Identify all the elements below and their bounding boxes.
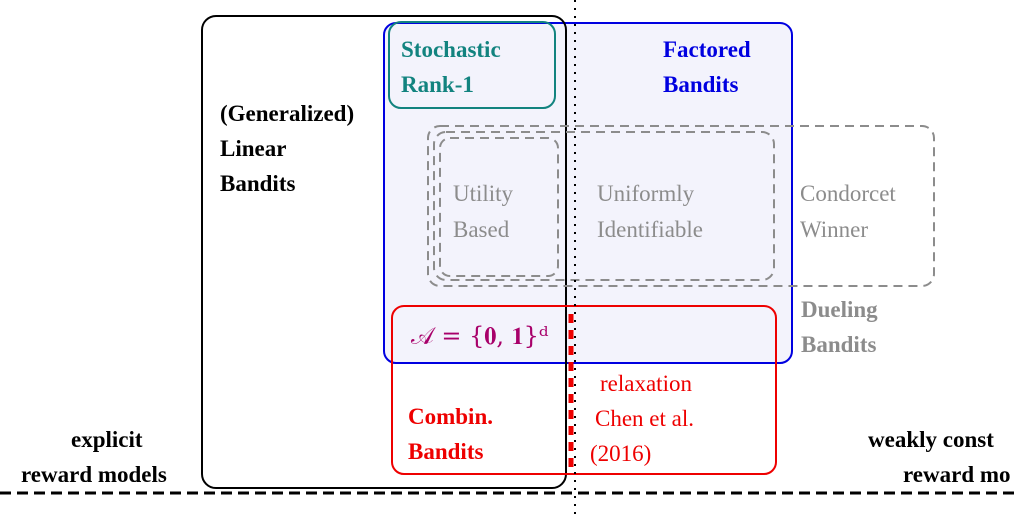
linear-bandits-box [201, 15, 567, 489]
combin-label-line1: Combin. [408, 404, 493, 429]
utility-label-line1: Utility [453, 181, 514, 206]
uniform-label-line2: Identifiable [597, 217, 704, 242]
stochastic-label-line2: Rank-1 [401, 72, 474, 97]
condorcet-label-line1: Condorcet [800, 181, 896, 206]
factored-label-line1: Factored [663, 37, 751, 62]
condorcet-label-line2: Winner [800, 217, 869, 242]
linear-label-line3: Bandits [220, 171, 296, 196]
utility-based-box [439, 137, 559, 277]
uniform-label-line1: Uniformly [597, 181, 695, 206]
linear-label-line1: (Generalized) [220, 101, 355, 126]
stochastic-label-line1: Stochastic [401, 37, 501, 62]
relaxation-label-line2: Chen et al. [595, 406, 694, 431]
dueling-bandits-box-outer [427, 125, 935, 287]
explicit-label-line2: reward models [21, 462, 167, 487]
action-space-formula: 𝒜 = {𝟎, 𝟏}ᵈ [411, 322, 549, 350]
linear-label-line2: Linear [220, 136, 287, 161]
factored-label-line2: Bandits [663, 72, 739, 97]
weak-label-line1: weakly const [868, 427, 994, 452]
relaxation-label-line3: (2016) [590, 441, 652, 466]
dueling-bandits-box-inner [433, 131, 775, 281]
utility-label-line2: Based [453, 217, 510, 242]
weak-label-line2: reward mo [903, 462, 1011, 487]
relaxation-label-line1: relaxation [600, 371, 692, 396]
dueling-label-line2: Bandits [801, 332, 877, 357]
combin-label-line2: Bandits [408, 439, 484, 464]
dueling-label-line1: Dueling [801, 297, 878, 322]
explicit-label-line1: explicit [71, 427, 143, 452]
stochastic-rank1-box [388, 21, 556, 109]
combinatorial-bandits-box [391, 305, 777, 475]
